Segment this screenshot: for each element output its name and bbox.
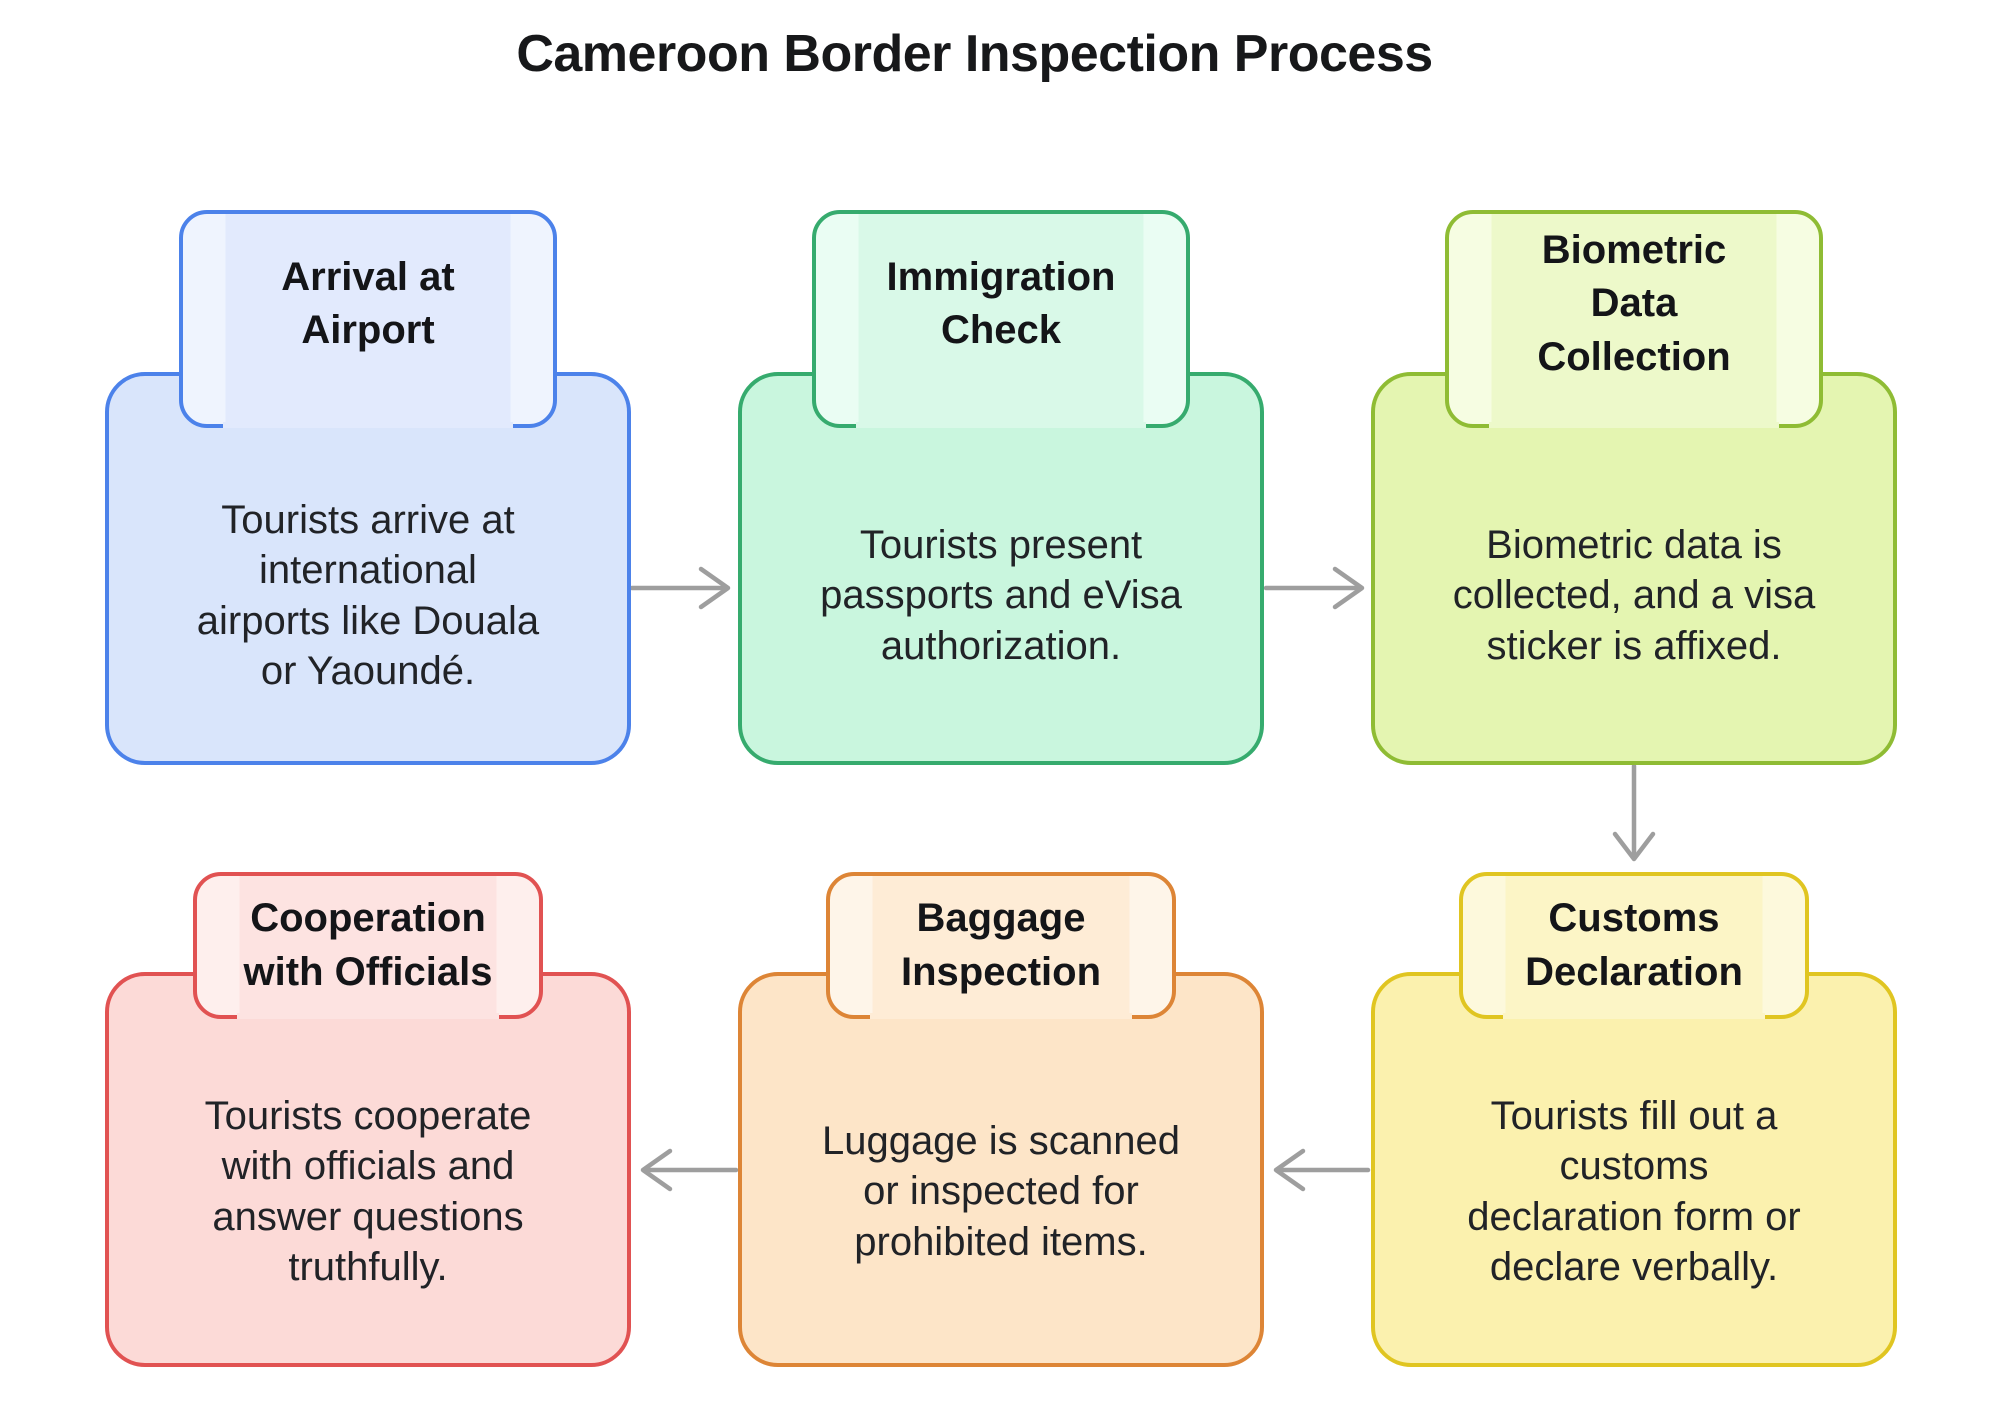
step-card: Tourists arrive at international airport… [105,372,631,765]
step-label: Cooperation with Officials [243,896,493,994]
step-description: Luggage is scanned or inspected for proh… [821,1118,1181,1264]
step-label: Immigration Check [886,254,1116,352]
arrow-customs-to-baggage [1273,1148,1371,1192]
step-baggage-inspection: Luggage is scanned or inspected for proh… [738,872,1264,1367]
step-card: Luggage is scanned or inspected for proh… [738,972,1264,1367]
arrow-arrival-to-immigration [629,566,731,610]
step-label: Customs Declaration [1525,896,1743,994]
step-card: Tourists fill out a customs declaration … [1371,972,1897,1367]
step-label-tab: Cooperation with Officials [193,872,543,1019]
step-customs-declaration: Tourists fill out a customs declaration … [1371,872,1897,1367]
arrow-baggage-to-cooperation [640,1148,739,1192]
step-label: Biometric Data Collection [1537,228,1731,379]
step-label: Baggage Inspection [900,896,1102,994]
step-label: Arrival at Airport [281,254,455,352]
step-card: Tourists present passports and eVisa aut… [738,372,1264,765]
step-arrival-at-airport: Tourists arrive at international airport… [105,210,631,765]
page-title: Cameroon Border Inspection Process [516,25,1433,83]
step-cooperation-with-officials: Tourists cooperate with officials and an… [105,872,631,1367]
step-description: Biometric data is collected, and a visa … [1452,522,1816,668]
arrow-immigration-to-biometric [1263,566,1365,610]
step-description: Tourists cooperate with officials and an… [204,1093,532,1289]
step-description: Tourists fill out a customs declaration … [1467,1093,1801,1289]
step-card: Tourists cooperate with officials and an… [105,972,631,1367]
step-description: Tourists arrive at international airport… [196,497,540,693]
step-label-tab: Biometric Data Collection [1445,210,1823,428]
step-label-tab: Customs Declaration [1459,872,1809,1019]
step-label-tab: Arrival at Airport [179,210,557,428]
step-label-tab: Immigration Check [812,210,1190,428]
step-biometric-data-collection: Biometric data is collected, and a visa … [1371,210,1897,765]
step-label-tab: Baggage Inspection [826,872,1176,1019]
step-description: Tourists present passports and eVisa aut… [820,522,1182,668]
step-immigration-check: Tourists present passports and eVisa aut… [738,210,1264,765]
step-card: Biometric data is collected, and a visa … [1371,372,1897,765]
arrow-biometric-to-customs [1612,763,1656,862]
